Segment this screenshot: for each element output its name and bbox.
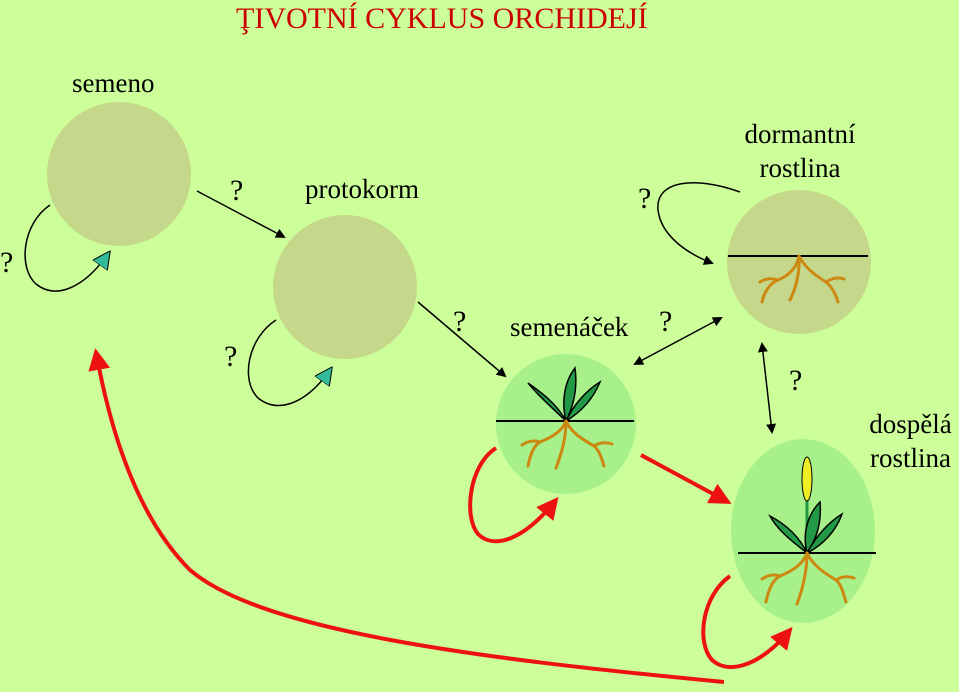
seed-to-protocorm-arrow	[196, 190, 286, 238]
diagram-title: ŢIVOTNÍ CYKLUS ORCHIDEJÍ	[236, 2, 648, 35]
seedling-dormant-arrow	[633, 317, 723, 365]
adult-plant-icon	[738, 456, 876, 606]
adult-label-line2: rostlina	[870, 443, 951, 473]
seedling-to-adult-arrow	[640, 453, 732, 504]
to-dormant-curved-arrow	[657, 182, 741, 265]
dormant-label-line2: rostlina	[759, 153, 841, 183]
adult-label-line1: dospělá	[869, 409, 952, 439]
dormant-label-line1: dormantní	[744, 119, 856, 149]
protocorm-self-loop-arrow	[247, 319, 330, 407]
question-mark-protocorm-loop: ?	[224, 340, 238, 373]
question-mark-to-dormant: ?	[638, 182, 652, 215]
seed-circle	[47, 102, 191, 246]
seedling-plant-icon	[496, 366, 634, 470]
question-mark-dormant-adult: ?	[789, 364, 803, 397]
adult-to-seed-arrow	[88, 348, 725, 684]
question-mark-seedling-dormant: ?	[659, 305, 673, 338]
dormant-plant-icon	[728, 254, 868, 304]
question-mark-protocorm-transition: ?	[453, 305, 467, 338]
seed-label: semeno	[72, 68, 155, 98]
protocorm-circle	[273, 215, 417, 359]
seed-self-loop-arrow	[24, 204, 108, 292]
seedling-label: semenáček	[510, 312, 629, 342]
seedling-self-loop-arrow	[468, 446, 559, 544]
question-mark-seed-transition: ?	[230, 174, 244, 207]
protocorm-to-seedling-arrow	[417, 301, 507, 378]
adult-self-loop-arrow	[701, 574, 793, 669]
question-mark-seed-loop: ?	[0, 246, 14, 279]
protocorm-label: protokorm	[305, 174, 419, 204]
dormant-adult-arrow	[757, 342, 777, 434]
